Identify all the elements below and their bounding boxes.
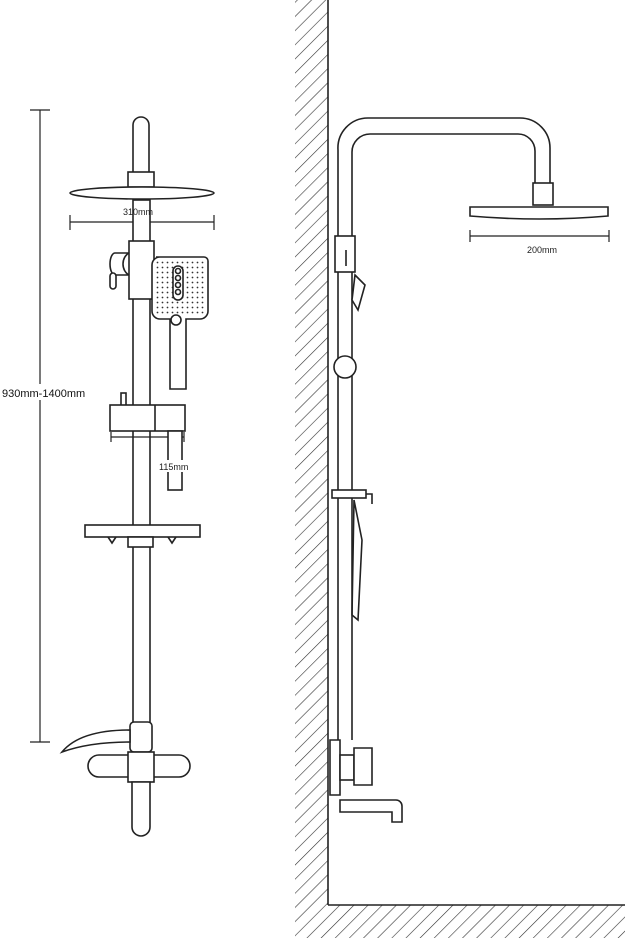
hand-shower [151, 256, 209, 390]
mixer-valve [59, 721, 191, 837]
slider-bracket[interactable] [109, 404, 186, 432]
hose-side [351, 499, 363, 622]
slider-width-label: 115mm [159, 462, 188, 472]
slider-side [331, 489, 367, 499]
head-diameter-label: 310mm [123, 207, 153, 217]
head-connector [127, 171, 155, 188]
diverter-knob[interactable] [109, 252, 130, 276]
pole-clamp-side [333, 355, 357, 379]
height-dimension-line [30, 109, 50, 743]
head-width-label: 200mm [527, 245, 557, 255]
diverter-body [128, 240, 155, 300]
side-view: 200mm [295, 0, 625, 938]
front-view: 930mm-1400mm 310mm [0, 109, 215, 837]
mixer-side [353, 747, 373, 786]
soap-shelf [84, 524, 201, 538]
mixer-handle [59, 729, 131, 754]
spout [131, 781, 151, 837]
head-width-dimension [469, 230, 610, 242]
head-connector-side [532, 182, 554, 206]
wall-flange [329, 739, 341, 796]
top-rod [132, 116, 150, 176]
wall [295, 0, 328, 905]
height-range-label: 930mm-1400mm [2, 388, 85, 400]
spout-side [339, 799, 403, 823]
diverter-lever[interactable] [109, 272, 117, 290]
overhead-shower-head-side [469, 206, 609, 220]
floor [295, 905, 625, 938]
diverter-side [334, 235, 356, 273]
overhead-shower-head [69, 186, 215, 200]
shower-arm [337, 117, 551, 740]
hand-shower-side [351, 273, 366, 313]
